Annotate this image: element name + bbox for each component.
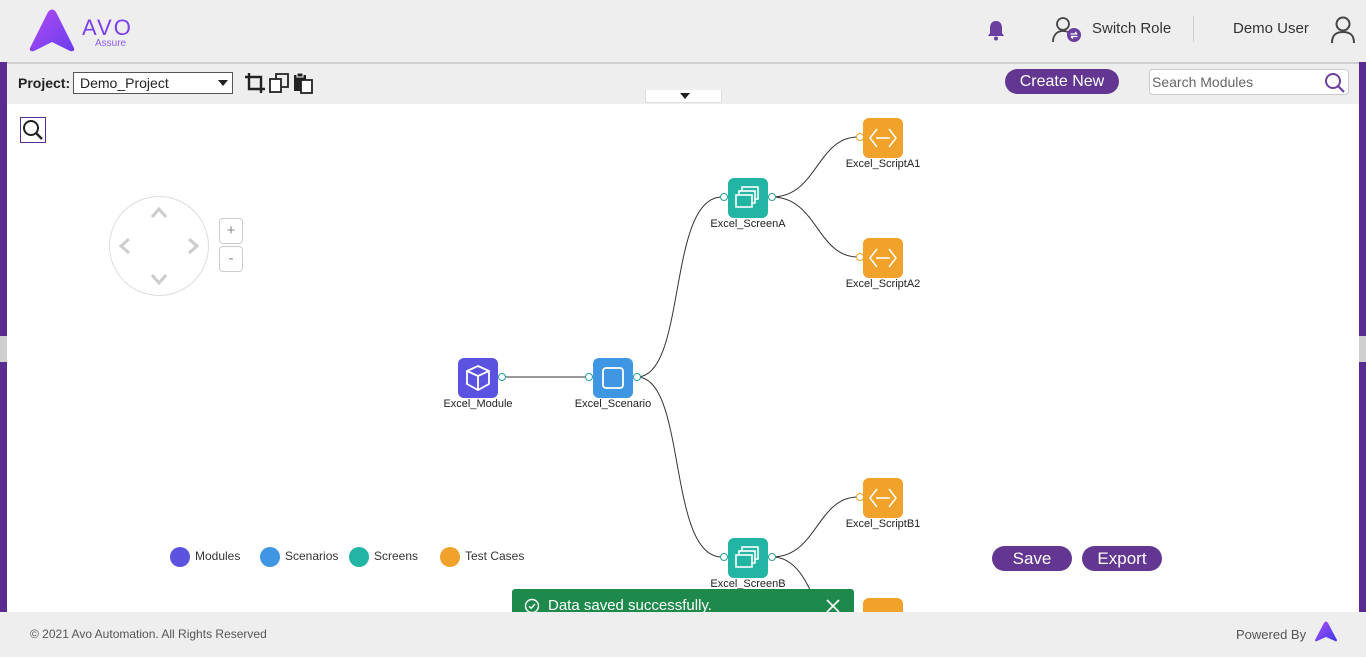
node-label-script-b1: Excel_ScriptB1 [845, 518, 921, 530]
switch-role-icon[interactable] [1052, 16, 1082, 44]
avo-mini-logo-icon [1315, 621, 1337, 642]
node-port[interactable] [720, 193, 728, 201]
zoom-in-button[interactable]: + [219, 218, 243, 244]
screens-icon [735, 186, 759, 208]
left-panel-toggle[interactable] [0, 336, 7, 362]
zoom-search-icon[interactable] [20, 117, 46, 143]
header-divider [1193, 16, 1194, 42]
node-port[interactable] [720, 553, 728, 561]
right-panel-toggle[interactable] [1359, 336, 1366, 362]
search-modules-input[interactable] [1152, 73, 1322, 91]
node-port[interactable] [585, 373, 593, 381]
square-icon [602, 367, 624, 389]
mindmap-toolbar: Project: Demo_Project Create New [7, 64, 1359, 104]
close-icon[interactable] [825, 598, 841, 614]
node-script-b1[interactable] [863, 478, 903, 518]
node-script-b2[interactable] [863, 598, 903, 612]
chevron-down-icon [218, 80, 228, 86]
header-separator [7, 62, 1359, 64]
legend-scenarios-dot [260, 547, 280, 567]
save-button[interactable]: Save [992, 546, 1072, 571]
export-button[interactable]: Export [1082, 546, 1162, 571]
app-footer: © 2021 Avo Automation. All Rights Reserv… [0, 612, 1366, 657]
copy-icon[interactable] [268, 72, 290, 94]
collapse-toolbar-tab[interactable] [645, 90, 722, 103]
logo-subtext: Assure [95, 38, 127, 49]
legend-testcases-dot [440, 547, 460, 567]
pan-up-icon[interactable] [149, 203, 169, 223]
node-label-script-a2: Excel_ScriptA2 [845, 278, 921, 290]
node-label-screen-b: Excel_ScreenB [710, 578, 786, 590]
cube-icon [466, 365, 490, 392]
logo-text: AVO [82, 15, 133, 40]
screens-icon [735, 546, 759, 568]
code-icon [869, 488, 897, 508]
node-label-module: Excel_Module [443, 398, 513, 410]
legend-testcases-label: Test Cases [465, 549, 525, 563]
node-port[interactable] [633, 373, 641, 381]
node-script-a1[interactable] [863, 118, 903, 158]
pan-control [109, 196, 209, 296]
avo-logo-icon[interactable] [28, 8, 148, 54]
notification-bell-icon[interactable] [984, 18, 1008, 42]
code-icon [869, 128, 897, 148]
paste-icon[interactable] [292, 72, 314, 94]
zoom-out-button[interactable]: - [219, 246, 243, 272]
node-label-script-a1: Excel_ScriptA1 [845, 158, 921, 170]
project-select-value: Demo_Project [80, 75, 169, 91]
legend-scenarios-label: Scenarios [285, 549, 339, 563]
node-scenario[interactable] [593, 358, 633, 398]
code-icon [869, 248, 897, 268]
project-select[interactable]: Demo_Project [73, 72, 233, 94]
legend-screens-label: Screens [374, 549, 419, 563]
crop-icon[interactable] [244, 72, 266, 94]
toast-message: Data saved successfully. [548, 597, 712, 614]
mindmap-canvas[interactable]: + - Excel_Module Excel_Scenario Excel [7, 104, 1359, 612]
powered-by-text: Powered By [1236, 627, 1307, 642]
caret-down-icon [680, 93, 690, 99]
app-header: AVO Assure Switch Role Demo User [0, 0, 1366, 62]
legend-modules-dot [170, 547, 190, 567]
node-module[interactable] [458, 358, 498, 398]
pan-left-icon[interactable] [115, 236, 135, 256]
tree-connectors [502, 136, 859, 605]
legend-screens-dot [349, 547, 369, 567]
user-profile-icon[interactable] [1330, 16, 1356, 44]
node-label-scenario: Excel_Scenario [574, 398, 652, 410]
copyright-text: © 2021 Avo Automation. All Rights Reserv… [30, 627, 267, 641]
node-label-screen-a: Excel_ScreenA [710, 218, 786, 230]
node-port[interactable] [498, 373, 506, 381]
node-port[interactable] [768, 193, 776, 201]
node-script-a2[interactable] [863, 238, 903, 278]
search-modules-box [1149, 69, 1349, 95]
legend-modules-label: Modules [195, 549, 241, 563]
node-screen-a[interactable] [728, 178, 768, 218]
create-new-button[interactable]: Create New [1005, 69, 1119, 94]
pan-down-icon[interactable] [149, 269, 169, 289]
node-screen-b[interactable] [728, 538, 768, 578]
search-icon[interactable] [1324, 72, 1346, 94]
user-name[interactable]: Demo User [1233, 20, 1309, 37]
pan-right-icon[interactable] [183, 236, 203, 256]
switch-role-label[interactable]: Switch Role [1092, 20, 1172, 37]
node-port[interactable] [768, 553, 776, 561]
project-label: Project: [18, 75, 71, 91]
